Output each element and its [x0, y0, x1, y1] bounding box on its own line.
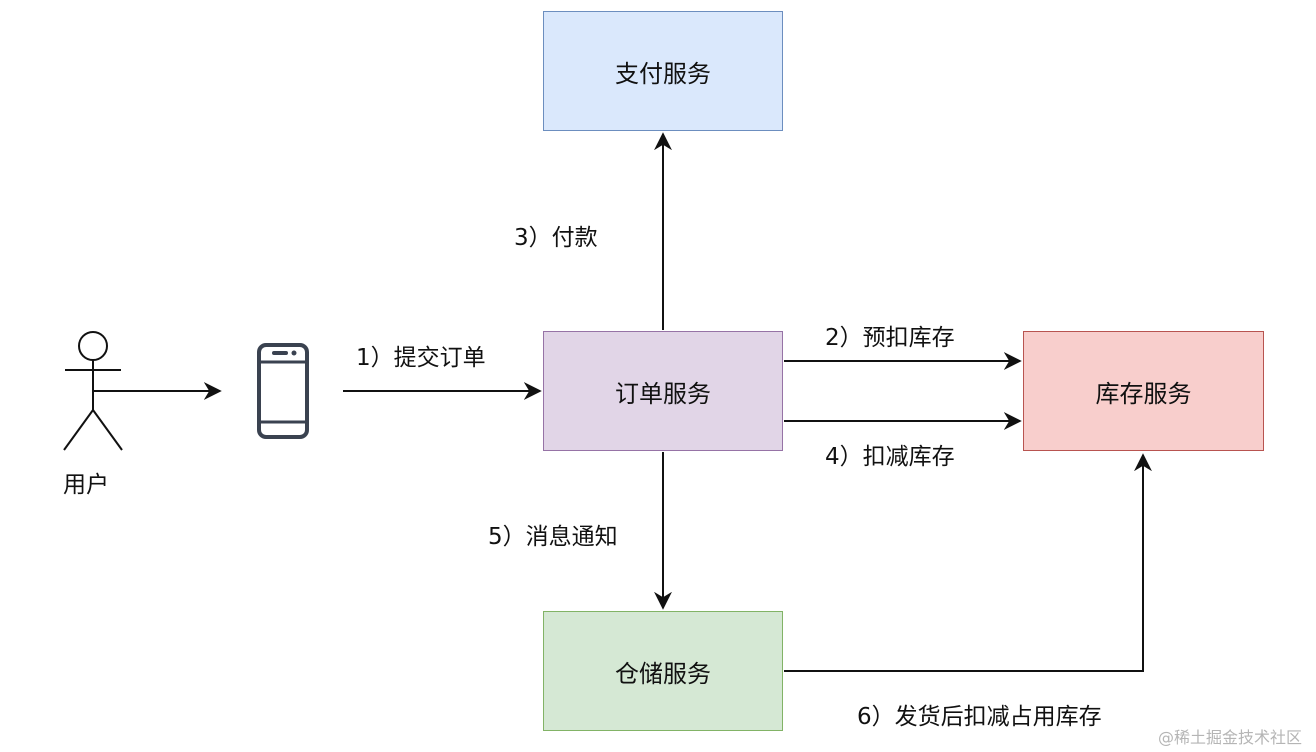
edge-label-pay: 3）付款: [514, 225, 598, 251]
warehouse-service-node: 仓储服务: [543, 611, 783, 731]
watermark: @稀土掘金技术社区: [1157, 728, 1302, 747]
order-service-label: 订单服务: [615, 379, 711, 408]
edge-label-notify: 5）消息通知: [488, 524, 618, 550]
payment-service-node: 支付服务: [543, 11, 783, 131]
edge-label-pre-deduct: 2）预扣库存: [825, 325, 955, 351]
payment-service-label: 支付服务: [615, 59, 711, 88]
edge-label-deduct: 4）扣减库存: [825, 444, 955, 470]
inventory-service-label: 库存服务: [1095, 379, 1192, 408]
inventory-service-node: 库存服务: [1023, 331, 1264, 451]
warehouse-service-label: 仓储服务: [615, 659, 711, 688]
user-label: 用户: [63, 472, 109, 498]
mobile-phone-icon: [257, 343, 309, 439]
order-service-node: 订单服务: [543, 331, 783, 451]
edge-ship-deduct: [784, 453, 1152, 672]
user-actor-icon: [63, 331, 123, 451]
edge-label-submit-order: 1）提交订单: [356, 345, 486, 371]
edge-label-ship-deduct: 6）发货后扣减占用库存: [857, 704, 1102, 730]
